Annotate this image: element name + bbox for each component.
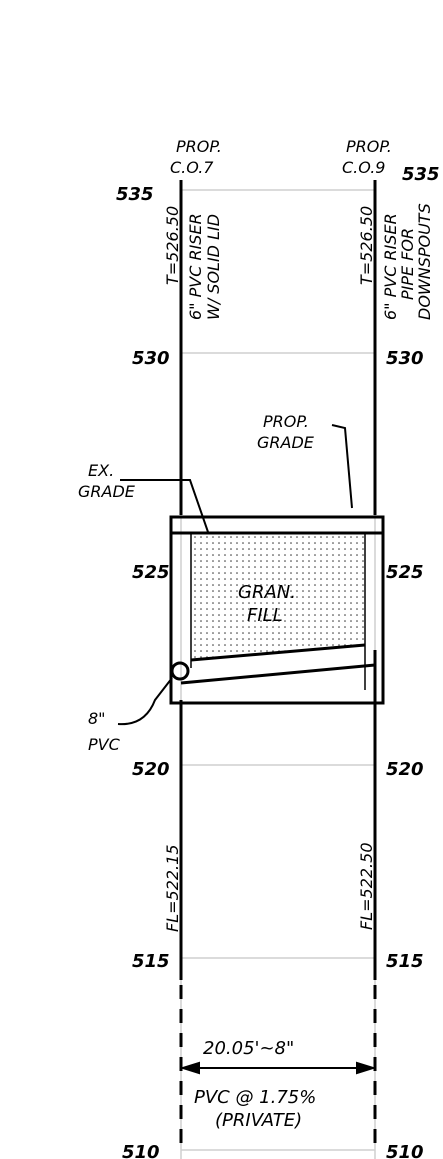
dimension-extension-lines bbox=[179, 985, 377, 1150]
left-structure-name-line2: C.O.7 bbox=[170, 158, 214, 177]
pipe-run-slope: PVC @ 1.75% bbox=[194, 1087, 316, 1108]
ex-grade-leader bbox=[120, 479, 209, 533]
elev-right-520: 520 bbox=[386, 759, 424, 780]
fill-label-line1: GRAN. bbox=[238, 582, 296, 603]
left-riser-note-line2: W/ SOLID LID bbox=[204, 214, 223, 320]
elev-right-510: 510 bbox=[386, 1142, 424, 1159]
prop-grade-leader bbox=[331, 424, 353, 509]
callout-leaders bbox=[117, 424, 353, 726]
elev-right-525: 525 bbox=[386, 562, 424, 583]
pipe-label-line2: PVC bbox=[88, 735, 121, 754]
fill-bottom-line bbox=[190, 643, 366, 662]
dimension-arrow-right bbox=[356, 1061, 377, 1075]
trench-outline bbox=[169, 515, 385, 705]
granular-fill-area bbox=[191, 533, 365, 660]
right-riser-note-line1: 6" PVC RISER bbox=[381, 213, 400, 320]
elev-left-520: 520 bbox=[132, 759, 170, 780]
prop-grade-label-line1: PROP. bbox=[263, 412, 309, 431]
elev-left-535: 535 bbox=[116, 184, 154, 205]
ex-grade-label-line2: GRADE bbox=[78, 482, 136, 501]
trench-section bbox=[169, 515, 385, 705]
left-riser-note-line1: 6" PVC RISER bbox=[186, 213, 205, 320]
fill-label-line2: FILL bbox=[247, 605, 283, 626]
right-flowline: FL=522.50 bbox=[357, 842, 376, 930]
right-top-elevation: T=526.50 bbox=[357, 206, 376, 285]
station-lines bbox=[179, 180, 377, 980]
elev-right-530: 530 bbox=[386, 348, 424, 369]
right-riser-note-line3: DOWNSPOUTS bbox=[415, 203, 434, 320]
right-structure-name-line2: C.O.9 bbox=[342, 158, 385, 177]
pipe-run-length: 20.05'~8" bbox=[203, 1038, 294, 1059]
elev-left-515: 515 bbox=[132, 951, 170, 972]
prop-grade-label-line2: GRADE bbox=[257, 433, 315, 452]
trench-bottom-line bbox=[180, 663, 376, 685]
pipe-run-note: (PRIVATE) bbox=[215, 1110, 302, 1131]
dimension-arrow-left bbox=[179, 1061, 200, 1075]
pvc-pipe-section bbox=[170, 661, 190, 681]
ex-grade-label-line1: EX. bbox=[88, 461, 114, 480]
pipe-leader bbox=[117, 677, 173, 726]
elev-right-515: 515 bbox=[386, 951, 424, 972]
elev-left-530: 530 bbox=[132, 348, 170, 369]
elev-left-525: 525 bbox=[132, 562, 170, 583]
pipe-label-line1: 8" bbox=[88, 709, 106, 728]
dimension-line bbox=[179, 1061, 377, 1075]
left-top-elevation: T=526.50 bbox=[163, 206, 182, 285]
elevation-labels-left: 535 530 525 520 515 510 bbox=[116, 184, 170, 1159]
right-structure-name-line1: PROP. bbox=[346, 137, 392, 156]
elev-left-510: 510 bbox=[122, 1142, 160, 1159]
left-structure-name-line1: PROP. bbox=[176, 137, 222, 156]
elevation-labels-right: 535 530 525 520 515 510 bbox=[386, 164, 440, 1159]
left-flowline: FL=522.15 bbox=[163, 844, 182, 932]
elev-right-535: 535 bbox=[402, 164, 440, 185]
right-riser-note-line2: PIPE FOR bbox=[398, 228, 417, 300]
